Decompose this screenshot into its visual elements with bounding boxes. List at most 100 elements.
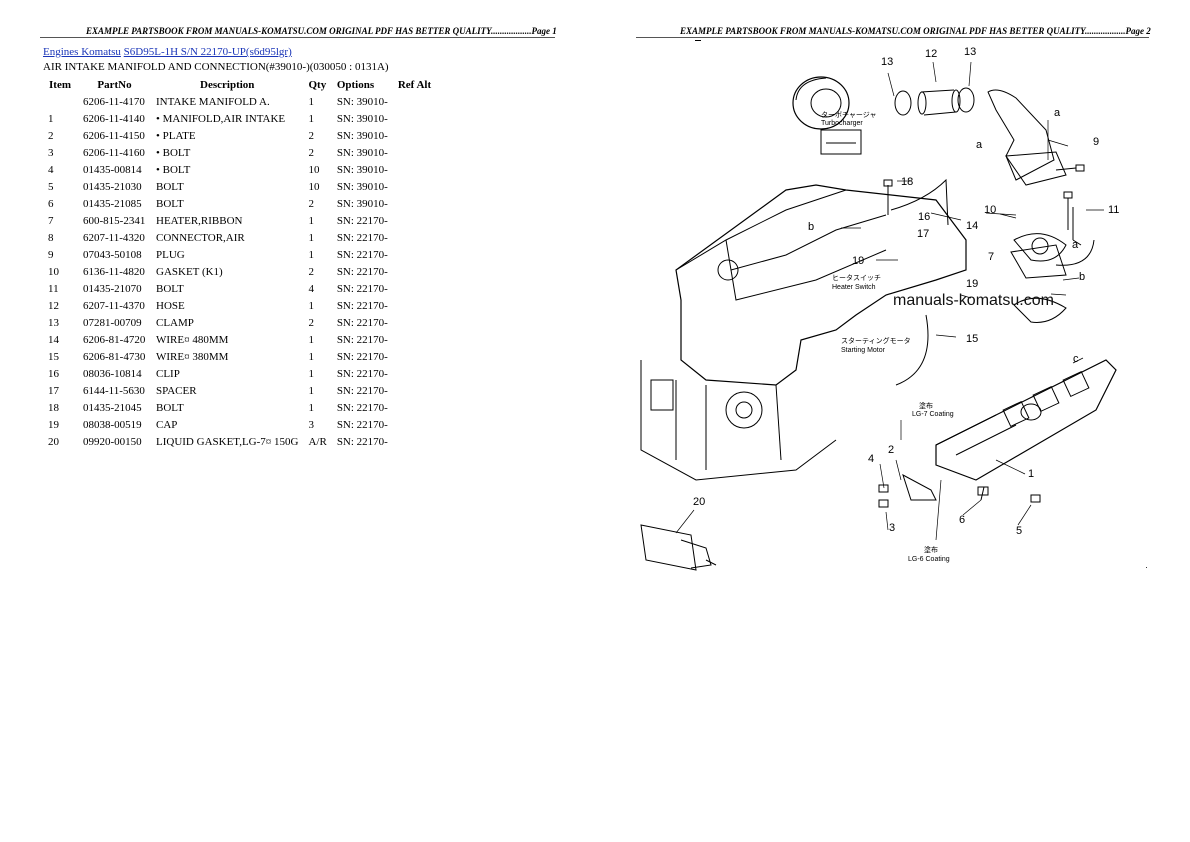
cell-qty: 2 [308, 129, 314, 142]
cell-qty: 10 [308, 180, 320, 193]
cell-ref-alt [393, 144, 436, 161]
cell-item: 6 [48, 197, 54, 210]
hose-clamp-drawing [894, 87, 975, 116]
label-lg6-jp: 塗布 [924, 545, 938, 554]
column-header-description: Description [200, 79, 255, 91]
cell-options: SN: 22170- [336, 316, 388, 329]
cell-description: CAP [156, 418, 178, 431]
cell-description: HOSE [156, 299, 185, 312]
cell-ref-alt [393, 280, 436, 297]
cell-item: 20 [48, 435, 59, 448]
label-starting-motor: Starting Motor [841, 347, 886, 354]
table-row: 16 08036-10814 CLIP 1 SN: 22170- [43, 365, 436, 382]
cell-ref-alt [393, 127, 436, 144]
cell-item: 5 [48, 180, 54, 193]
cell-partno: 6206-11-4140 [83, 112, 145, 125]
callout-11: 11 [1108, 204, 1119, 216]
column-header-item: Item [49, 79, 71, 91]
intake-manifold-drawing [902, 359, 1117, 501]
cell-item: 16 [48, 367, 59, 380]
air-connector-drawing [987, 89, 1077, 186]
cell-options: SN: 39010- [336, 163, 388, 176]
label-lg7-coating: LG-7 Coating [912, 411, 954, 418]
cell-qty: 1 [308, 401, 314, 414]
cell-item: 14 [48, 333, 59, 346]
breadcrumb-link-model[interactable]: S6D95L-1H S/N 22170-UP(s6d95lgr) [123, 46, 292, 58]
callout-19b: 19 [966, 278, 978, 290]
cell-ref-alt [393, 246, 436, 263]
cell-partno: 6144-11-5630 [83, 384, 145, 397]
callout-7: 7 [988, 251, 994, 263]
cell-qty: 1 [308, 214, 314, 227]
cell-partno: 6207-11-4370 [83, 299, 145, 312]
cell-partno: 6206-11-4150 [83, 129, 145, 142]
cell-options: SN: 22170- [336, 231, 388, 244]
callout-18: 18 [901, 176, 913, 188]
label-lg7-jp: 塗布 [919, 401, 933, 410]
cell-qty: 1 [308, 367, 314, 380]
cell-description: BOLT [156, 282, 184, 295]
cell-ref-alt [393, 416, 436, 433]
cell-partno: 01435-21085 [83, 197, 142, 210]
cell-ref-alt [393, 314, 436, 331]
cell-partno: 01435-21030 [83, 180, 142, 193]
cell-description: PLUG [156, 248, 185, 261]
callout-14: 14 [966, 220, 978, 232]
breadcrumb: Engines Komatsu S6D95L-1H S/N 22170-UP(s… [43, 46, 292, 58]
cell-partno: 08038-00519 [83, 418, 142, 431]
callout-a2: a [976, 139, 983, 151]
cell-options: SN: 22170- [336, 214, 388, 227]
cell-partno: 09920-00150 [83, 435, 142, 448]
callout-a1: a [1054, 107, 1061, 119]
cell-item: 8 [48, 231, 54, 244]
cell-options: SN: 22170- [336, 384, 388, 397]
breadcrumb-link-engines[interactable]: Engines Komatsu [43, 46, 121, 58]
turbocharger-drawing [792, 76, 862, 155]
cell-item: 15 [48, 350, 59, 363]
page-header-right: EXAMPLE PARTSBOOK FROM MANUALS-KOMATSU.C… [680, 26, 1151, 36]
cell-partno: 08036-10814 [83, 367, 142, 380]
cell-ref-alt [393, 433, 436, 450]
cell-ref-alt [393, 297, 436, 314]
leader-lines [675, 61, 1104, 541]
cell-description: CLIP [156, 367, 180, 380]
cell-description: BOLT [156, 401, 184, 414]
label-heater-switch: Heater Switch [832, 284, 876, 291]
column-header-partno: PartNo [97, 79, 132, 91]
parts-table: Item PartNo Description Qty Options Ref … [43, 77, 436, 450]
callout-20: 20 [693, 496, 705, 508]
cell-partno: 6206-11-4170 [83, 95, 145, 108]
cell-description: • MANIFOLD,AIR INTAKE [156, 112, 286, 125]
callout-12: 12 [925, 48, 937, 60]
callout-3: 3 [889, 522, 895, 534]
cell-options: SN: 22170- [336, 435, 388, 448]
page-header-left: EXAMPLE PARTSBOOK FROM MANUALS-KOMATSU.C… [86, 26, 557, 36]
cell-qty: 2 [308, 316, 314, 329]
cell-qty: 1 [308, 231, 314, 244]
cell-description: CONNECTOR,AIR [156, 231, 245, 244]
cell-ref-alt [393, 348, 436, 365]
cell-options: SN: 22170- [336, 401, 388, 414]
cell-qty: 4 [308, 282, 314, 295]
header-divider-right [636, 37, 1149, 38]
cell-qty: 1 [308, 248, 314, 261]
cell-qty: 1 [308, 333, 314, 346]
label-turbocharger-jp: ターボチャージャ [821, 110, 876, 119]
cell-partno: 01435-21070 [83, 282, 142, 295]
diagram-labels: ターボチャージャ Turbocharger ヒータスイッチ Heater Swi… [821, 110, 954, 563]
cell-partno: 600-815-2341 [83, 214, 146, 227]
cell-ref-alt [393, 365, 436, 382]
cell-options: SN: 22170- [336, 265, 388, 278]
cell-options: SN: 22170- [336, 367, 388, 380]
callout-1: 1 [1028, 468, 1034, 480]
